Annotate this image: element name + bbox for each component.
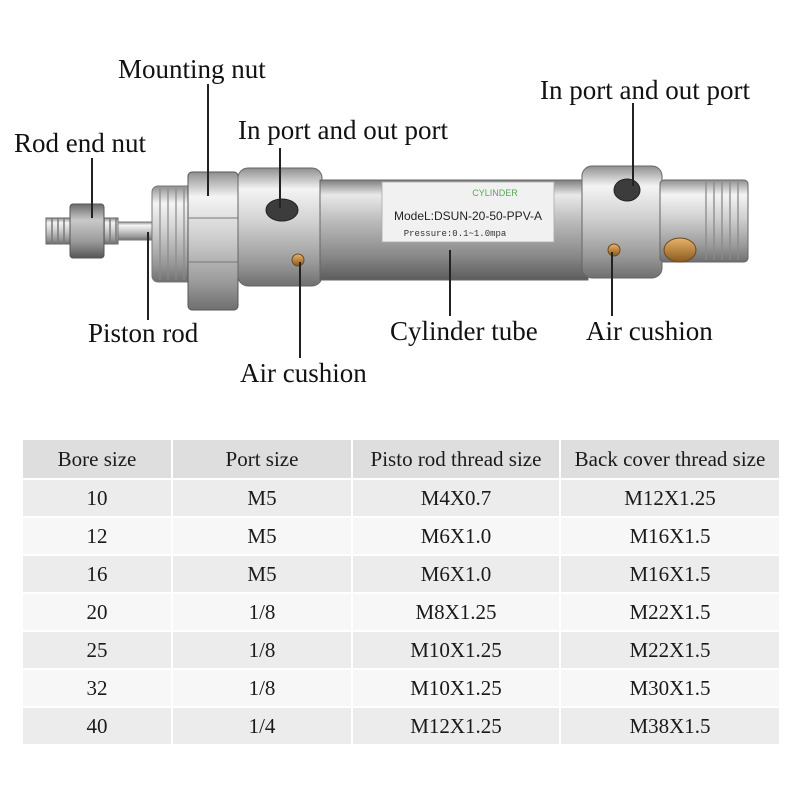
front-port-hole	[265, 198, 299, 222]
cell-port-size: 1/8	[171, 630, 353, 670]
header-back-cover-thread-size: Back cover thread size	[559, 438, 781, 480]
table-row: 10 M5 M4X0.7 M12X1.25	[21, 478, 781, 518]
cell-back-cover-thread-size: M22X1.5	[559, 630, 781, 670]
cell-back-cover-thread-size: M38X1.5	[559, 706, 781, 746]
spec-table: Bore size Port size Pisto rod thread siz…	[21, 438, 781, 746]
cell-bore-size: 20	[21, 592, 173, 632]
tube-label-plate	[381, 181, 555, 243]
cell-bore-size: 16	[21, 554, 173, 594]
cell-port-size: 1/4	[171, 706, 353, 746]
table-row: 25 1/8 M10X1.25 M22X1.5	[21, 630, 781, 670]
label-piston-rod: Piston rod	[88, 318, 199, 348]
rear-cushion-screw	[607, 243, 621, 257]
tube-model-text: ModeL:DSUN-20-50-PPV-A	[394, 209, 542, 223]
cylinder-diagram: CYLINDER ModeL:DSUN-20-50-PPV-A Pressure…	[14, 54, 750, 388]
header-port-size: Port size	[171, 438, 353, 480]
table-row: 40 1/4 M12X1.25 M38X1.5	[21, 706, 781, 746]
cell-port-size: M5	[171, 478, 353, 518]
label-rod-end-nut: Rod end nut	[14, 128, 146, 158]
table-header-row: Bore size Port size Pisto rod thread siz…	[21, 438, 781, 480]
table-row: 16 M5 M6X1.0 M16X1.5	[21, 554, 781, 594]
cell-rod-thread-size: M6X1.0	[351, 554, 561, 594]
cell-rod-thread-size: M12X1.25	[351, 706, 561, 746]
table-row: 12 M5 M6X1.0 M16X1.5	[21, 516, 781, 556]
cell-back-cover-thread-size: M16X1.5	[559, 516, 781, 556]
rear-clevis-hole	[663, 237, 697, 263]
header-bore-size: Bore size	[21, 438, 173, 480]
front-cushion-screw	[291, 253, 305, 267]
cell-bore-size: 40	[21, 706, 173, 746]
header-rod-thread-size: Pisto rod thread size	[351, 438, 561, 480]
cell-bore-size: 25	[21, 630, 173, 670]
cell-rod-thread-size: M10X1.25	[351, 630, 561, 670]
tube-pressure-text: Pressure:0.1~1.0mpa	[404, 229, 507, 239]
rod-end-nut-shape	[69, 203, 105, 259]
cell-rod-thread-size: M6X1.0	[351, 516, 561, 556]
table-row: 32 1/8 M10X1.25 M30X1.5	[21, 668, 781, 708]
cell-rod-thread-size: M10X1.25	[351, 668, 561, 708]
cell-back-cover-thread-size: M16X1.5	[559, 554, 781, 594]
cell-bore-size: 32	[21, 668, 173, 708]
cell-back-cover-thread-size: M12X1.25	[559, 478, 781, 518]
table-row: 20 1/8 M8X1.25 M22X1.5	[21, 592, 781, 632]
cell-bore-size: 12	[21, 516, 173, 556]
cell-port-size: 1/8	[171, 668, 353, 708]
cylinder-illustration: CYLINDER ModeL:DSUN-20-50-PPV-A Pressure…	[45, 84, 749, 358]
cell-back-cover-thread-size: M22X1.5	[559, 592, 781, 632]
cell-port-size: 1/8	[171, 592, 353, 632]
cell-back-cover-thread-size: M30X1.5	[559, 668, 781, 708]
cell-port-size: M5	[171, 516, 353, 556]
leader-lines	[91, 84, 634, 358]
label-air-cushion-front: Air cushion	[240, 358, 367, 388]
label-air-cushion-rear: Air cushion	[586, 316, 713, 346]
label-in-out-port-rear: In port and out port	[540, 75, 750, 105]
cell-rod-thread-size: M8X1.25	[351, 592, 561, 632]
tube-brand-text: CYLINDER	[472, 188, 518, 198]
cell-port-size: M5	[171, 554, 353, 594]
rear-port-hole	[613, 178, 641, 202]
cell-rod-thread-size: M4X0.7	[351, 478, 561, 518]
label-in-out-port-front: In port and out port	[238, 115, 448, 145]
mounting-nut-shape	[187, 171, 239, 311]
label-mounting-nut: Mounting nut	[118, 54, 266, 84]
label-cylinder-tube: Cylinder tube	[390, 316, 538, 346]
cell-bore-size: 10	[21, 478, 173, 518]
